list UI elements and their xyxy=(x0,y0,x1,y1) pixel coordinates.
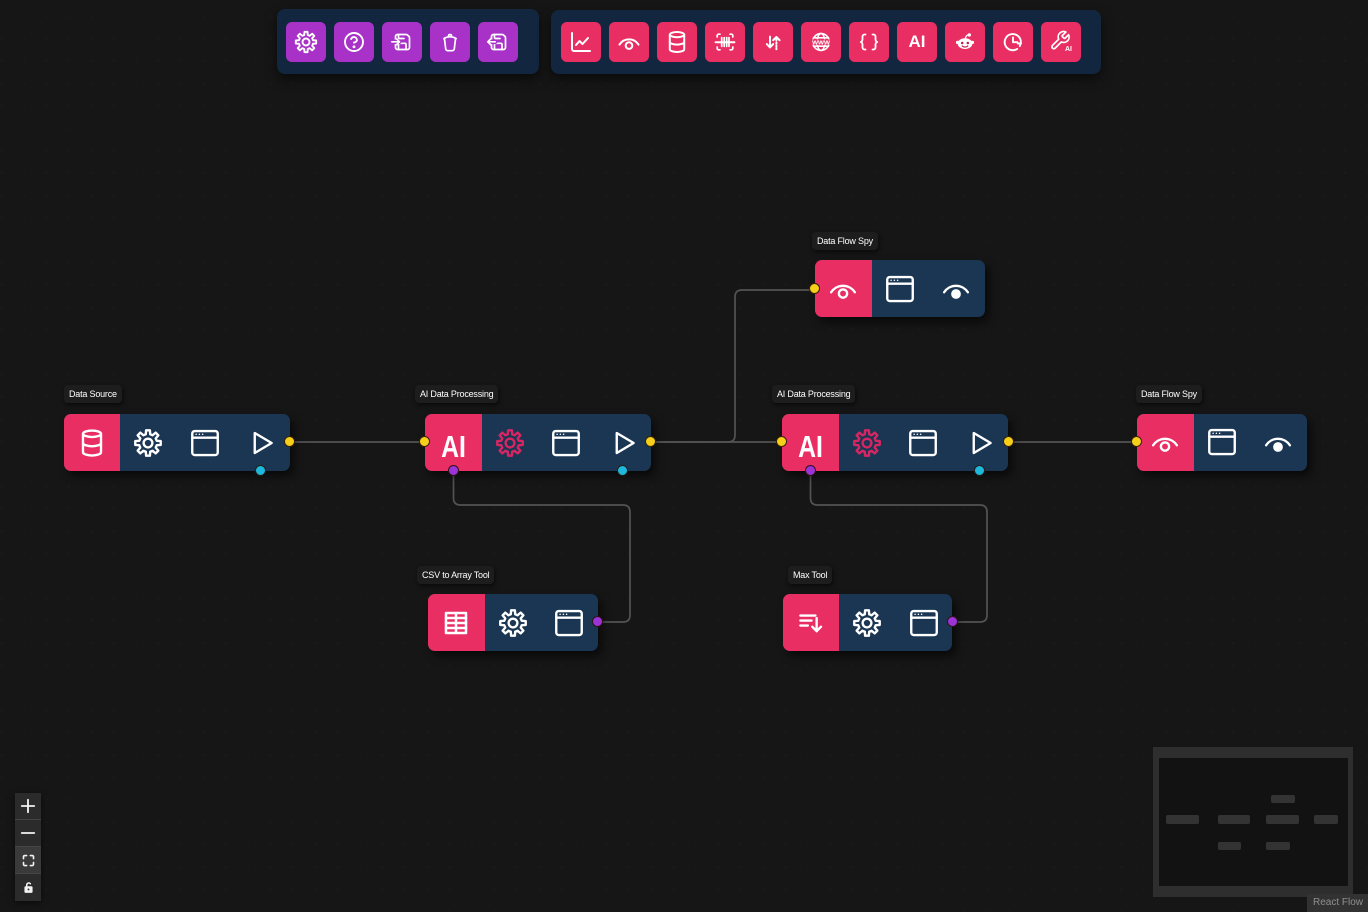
svg-text:www: www xyxy=(811,37,830,46)
svg-text:AI: AI xyxy=(1065,46,1072,53)
